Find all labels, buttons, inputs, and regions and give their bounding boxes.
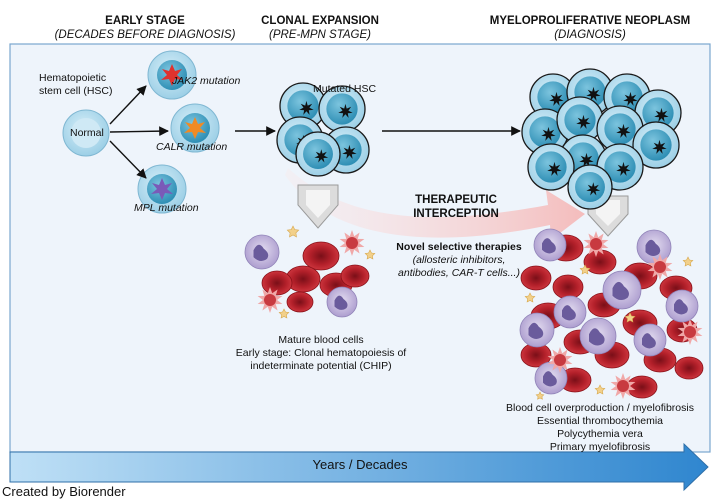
mpn-outcomes-label: Blood cell overproduction / myelofibrosi… (488, 402, 712, 454)
normal-hsc-cell (62, 109, 110, 157)
hsc-label-line1: Hematopoietic (39, 72, 107, 84)
stage-early-title: EARLY STAGE (105, 15, 185, 27)
mutated-hsc-cell (567, 164, 613, 210)
white-blood-cell (636, 229, 672, 265)
stage-clonal-header: CLONAL EXPANSION (PRE-MPN STAGE) (240, 14, 400, 42)
red-blood-cell (520, 265, 552, 291)
platelet (682, 256, 694, 267)
mpl-label: MPL mutation (134, 202, 199, 214)
spiky-cell (547, 347, 573, 373)
normal-label: Normal (70, 127, 104, 139)
calr-cell (170, 103, 220, 153)
white-blood-cell (553, 295, 587, 329)
interception-arrow (285, 168, 585, 240)
spiky-cell (583, 231, 609, 257)
spiky-cell (677, 319, 703, 345)
mpn-blood-cells (519, 228, 704, 400)
spiky-cell (339, 230, 365, 256)
mature-line1: Mature blood cells (278, 334, 364, 346)
mutated-hsc-cell (318, 85, 366, 133)
red-blood-cell (286, 291, 314, 313)
novel-therapies-detail2: antibodies, CAR-T cells...) (398, 267, 520, 279)
platelet (286, 225, 300, 238)
stage-early-subtitle: (DECADES BEFORE DIAGNOSIS) (54, 29, 236, 41)
jak2-cell (147, 50, 197, 100)
white-blood-cell (519, 312, 555, 348)
white-blood-cell (534, 361, 568, 395)
down-chevron-clonal (297, 184, 339, 229)
spiky-cell (257, 287, 283, 313)
white-blood-cell (602, 270, 642, 310)
white-blood-cell (326, 286, 358, 318)
red-blood-cell (626, 375, 658, 399)
platelet (278, 308, 290, 319)
mutated-hsc-cluster (276, 82, 370, 177)
therapeutic-line2: INTERCEPTION (413, 208, 499, 220)
outcome-line3: Polycythemia vera (557, 428, 643, 440)
therapeutic-interception-label: THERAPEUTIC INTERCEPTION (396, 193, 516, 221)
timeline-arrow (9, 442, 709, 492)
white-blood-cell (579, 317, 617, 355)
mutated-hsc-cell (295, 131, 341, 177)
stage-mpn-title: MYELOPROLIFERATIVE NEOPLASM (489, 15, 691, 27)
credit-label: Created by Biorender (2, 484, 126, 499)
red-blood-cell (340, 264, 370, 288)
mature-line3: indeterminate potential (CHIP) (250, 360, 392, 372)
stage-mpn-subtitle: (DIAGNOSIS) (554, 29, 626, 41)
mutated-hsc-cell (556, 96, 604, 144)
mpn-hsc-cluster (521, 68, 682, 210)
platelet (524, 292, 536, 303)
mature-blood-cells (244, 225, 376, 319)
stage-mpn-header: MYELOPROLIFERATIVE NEOPLASM (DIAGNOSIS) (470, 14, 710, 42)
stage-clonal-subtitle: (PRE-MPN STAGE) (268, 29, 371, 41)
spiky-cell (610, 373, 636, 399)
platelet (594, 384, 606, 395)
mpl-cell (137, 164, 187, 214)
mature-blood-label: Mature blood cells Early stage: Clonal h… (226, 334, 416, 373)
red-blood-cell (552, 274, 584, 300)
platelet (364, 249, 376, 260)
novel-therapies-title: Novel selective therapies (396, 241, 522, 253)
white-blood-cell (633, 323, 667, 357)
novel-therapies-detail1: (allosteric inhibitors, (412, 254, 506, 266)
white-blood-cell (665, 289, 699, 323)
hsc-label-line2: stem cell (HSC) (39, 85, 113, 97)
outcome-line4: Primary myelofibrosis (549, 441, 651, 453)
outcome-line2: Essential thrombocythemia (536, 415, 664, 427)
red-blood-cell (302, 241, 340, 271)
jak2-label: JAK2 mutation (172, 75, 241, 87)
platelet (624, 312, 636, 323)
branch-arrows (109, 85, 521, 179)
mutated-hsc-cell (527, 143, 575, 191)
timeline-label: Years / Decades (312, 457, 408, 472)
spiky-cell (647, 254, 673, 280)
therapeutic-line1: THERAPEUTIC (415, 194, 497, 206)
hsc-label: Hematopoietic stem cell (HSC) (39, 72, 113, 98)
mutated-hsc-cell (279, 82, 327, 130)
mature-line2: Early stage: Clonal hematopoiesis of (235, 347, 407, 359)
calr-label: CALR mutation (156, 141, 228, 153)
platelet (579, 264, 591, 275)
stage-clonal-title: CLONAL EXPANSION (261, 15, 379, 27)
novel-therapies-label: Novel selective therapies (allosteric in… (392, 241, 526, 280)
platelet (535, 391, 545, 400)
mutated-hsc-cell (632, 121, 680, 169)
mutated-hsc-label: Mutated HSC (313, 83, 377, 95)
white-blood-cell (244, 234, 280, 270)
outcome-line1: Blood cell overproduction / myelofibrosi… (506, 402, 694, 414)
white-blood-cell (533, 228, 567, 262)
red-blood-cell (674, 356, 704, 380)
stage-early-header: EARLY STAGE (DECADES BEFORE DIAGNOSIS) (40, 14, 250, 42)
